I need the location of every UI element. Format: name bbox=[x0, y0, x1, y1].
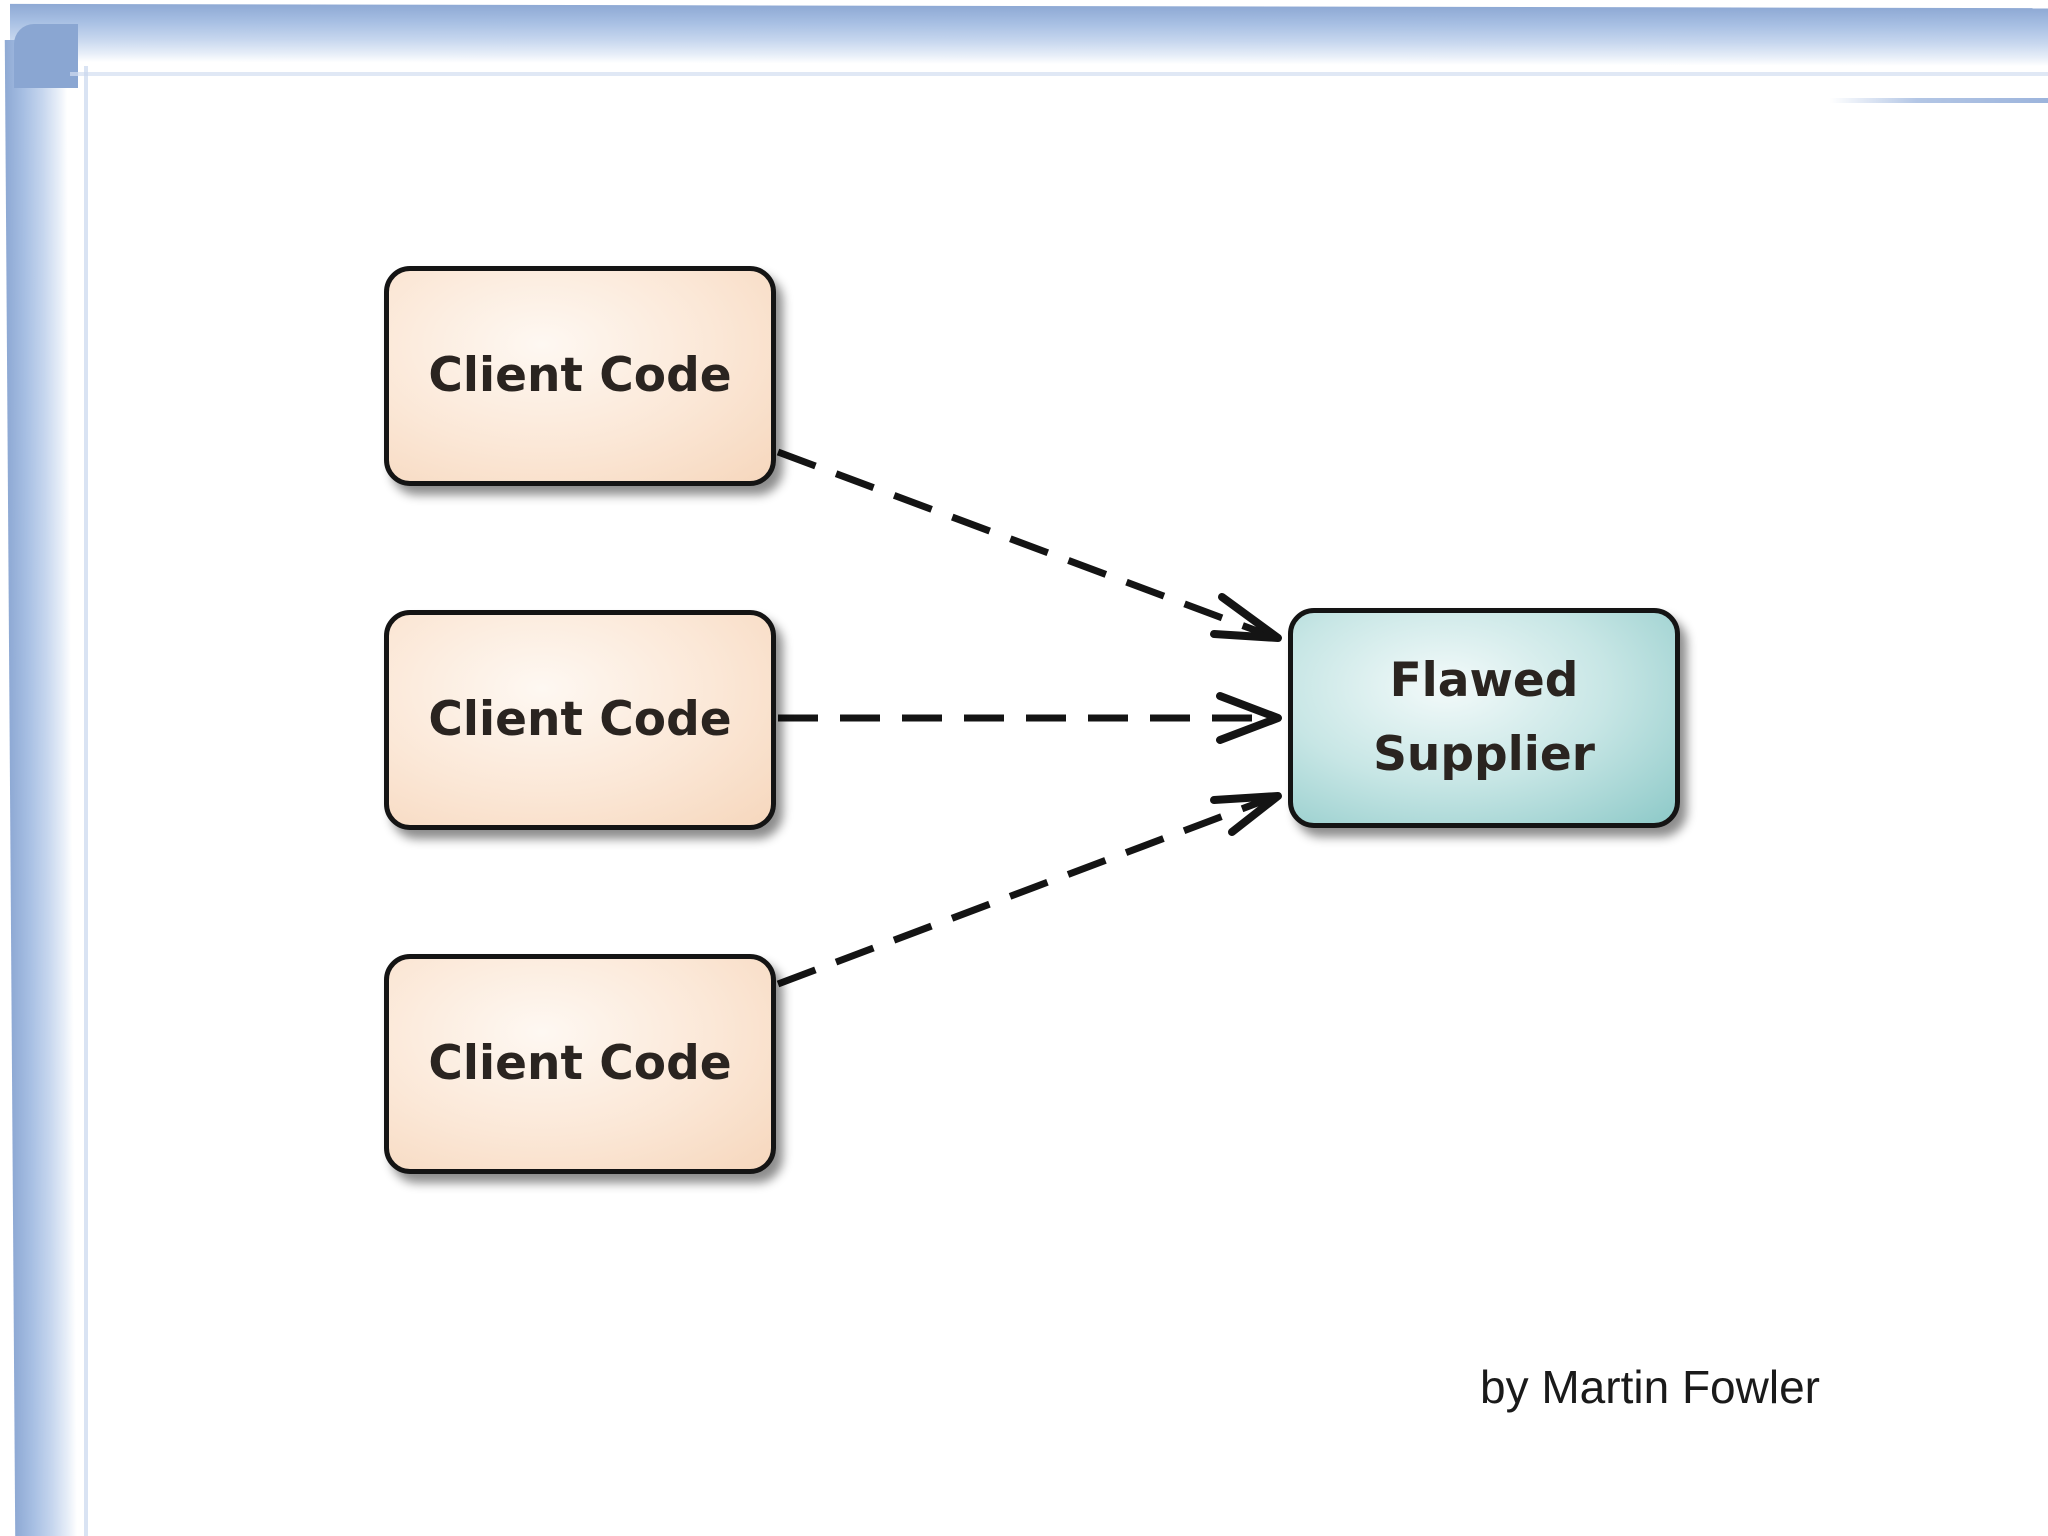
frame-inner-line-left bbox=[84, 66, 88, 1536]
client-code-box-3: Client Code bbox=[384, 954, 776, 1174]
client-code-label-1: Client Code bbox=[428, 348, 732, 403]
arrowhead-1 bbox=[1210, 593, 1282, 642]
edge-client-3-to-supplier bbox=[776, 792, 1278, 988]
attribution-text: by Martin Fowler bbox=[1480, 1361, 1820, 1413]
client-code-label-2: Client Code bbox=[428, 692, 732, 747]
frame-inner-line-top bbox=[70, 72, 2048, 76]
client-code-box-2: Client Code bbox=[384, 610, 776, 830]
frame-tail-stroke bbox=[1830, 98, 2048, 103]
arrowhead-3 bbox=[1210, 792, 1282, 836]
client-code-box-1: Client Code bbox=[384, 266, 776, 486]
arrowhead-2 bbox=[1216, 692, 1282, 744]
client-code-label-3: Client Code bbox=[428, 1036, 732, 1091]
edge-client-1-to-supplier bbox=[776, 448, 1278, 642]
flawed-supplier-label: Flawed Supplier bbox=[1373, 653, 1595, 782]
flawed-supplier-box: Flawed Supplier bbox=[1288, 608, 1680, 828]
frame-corner bbox=[14, 24, 78, 88]
